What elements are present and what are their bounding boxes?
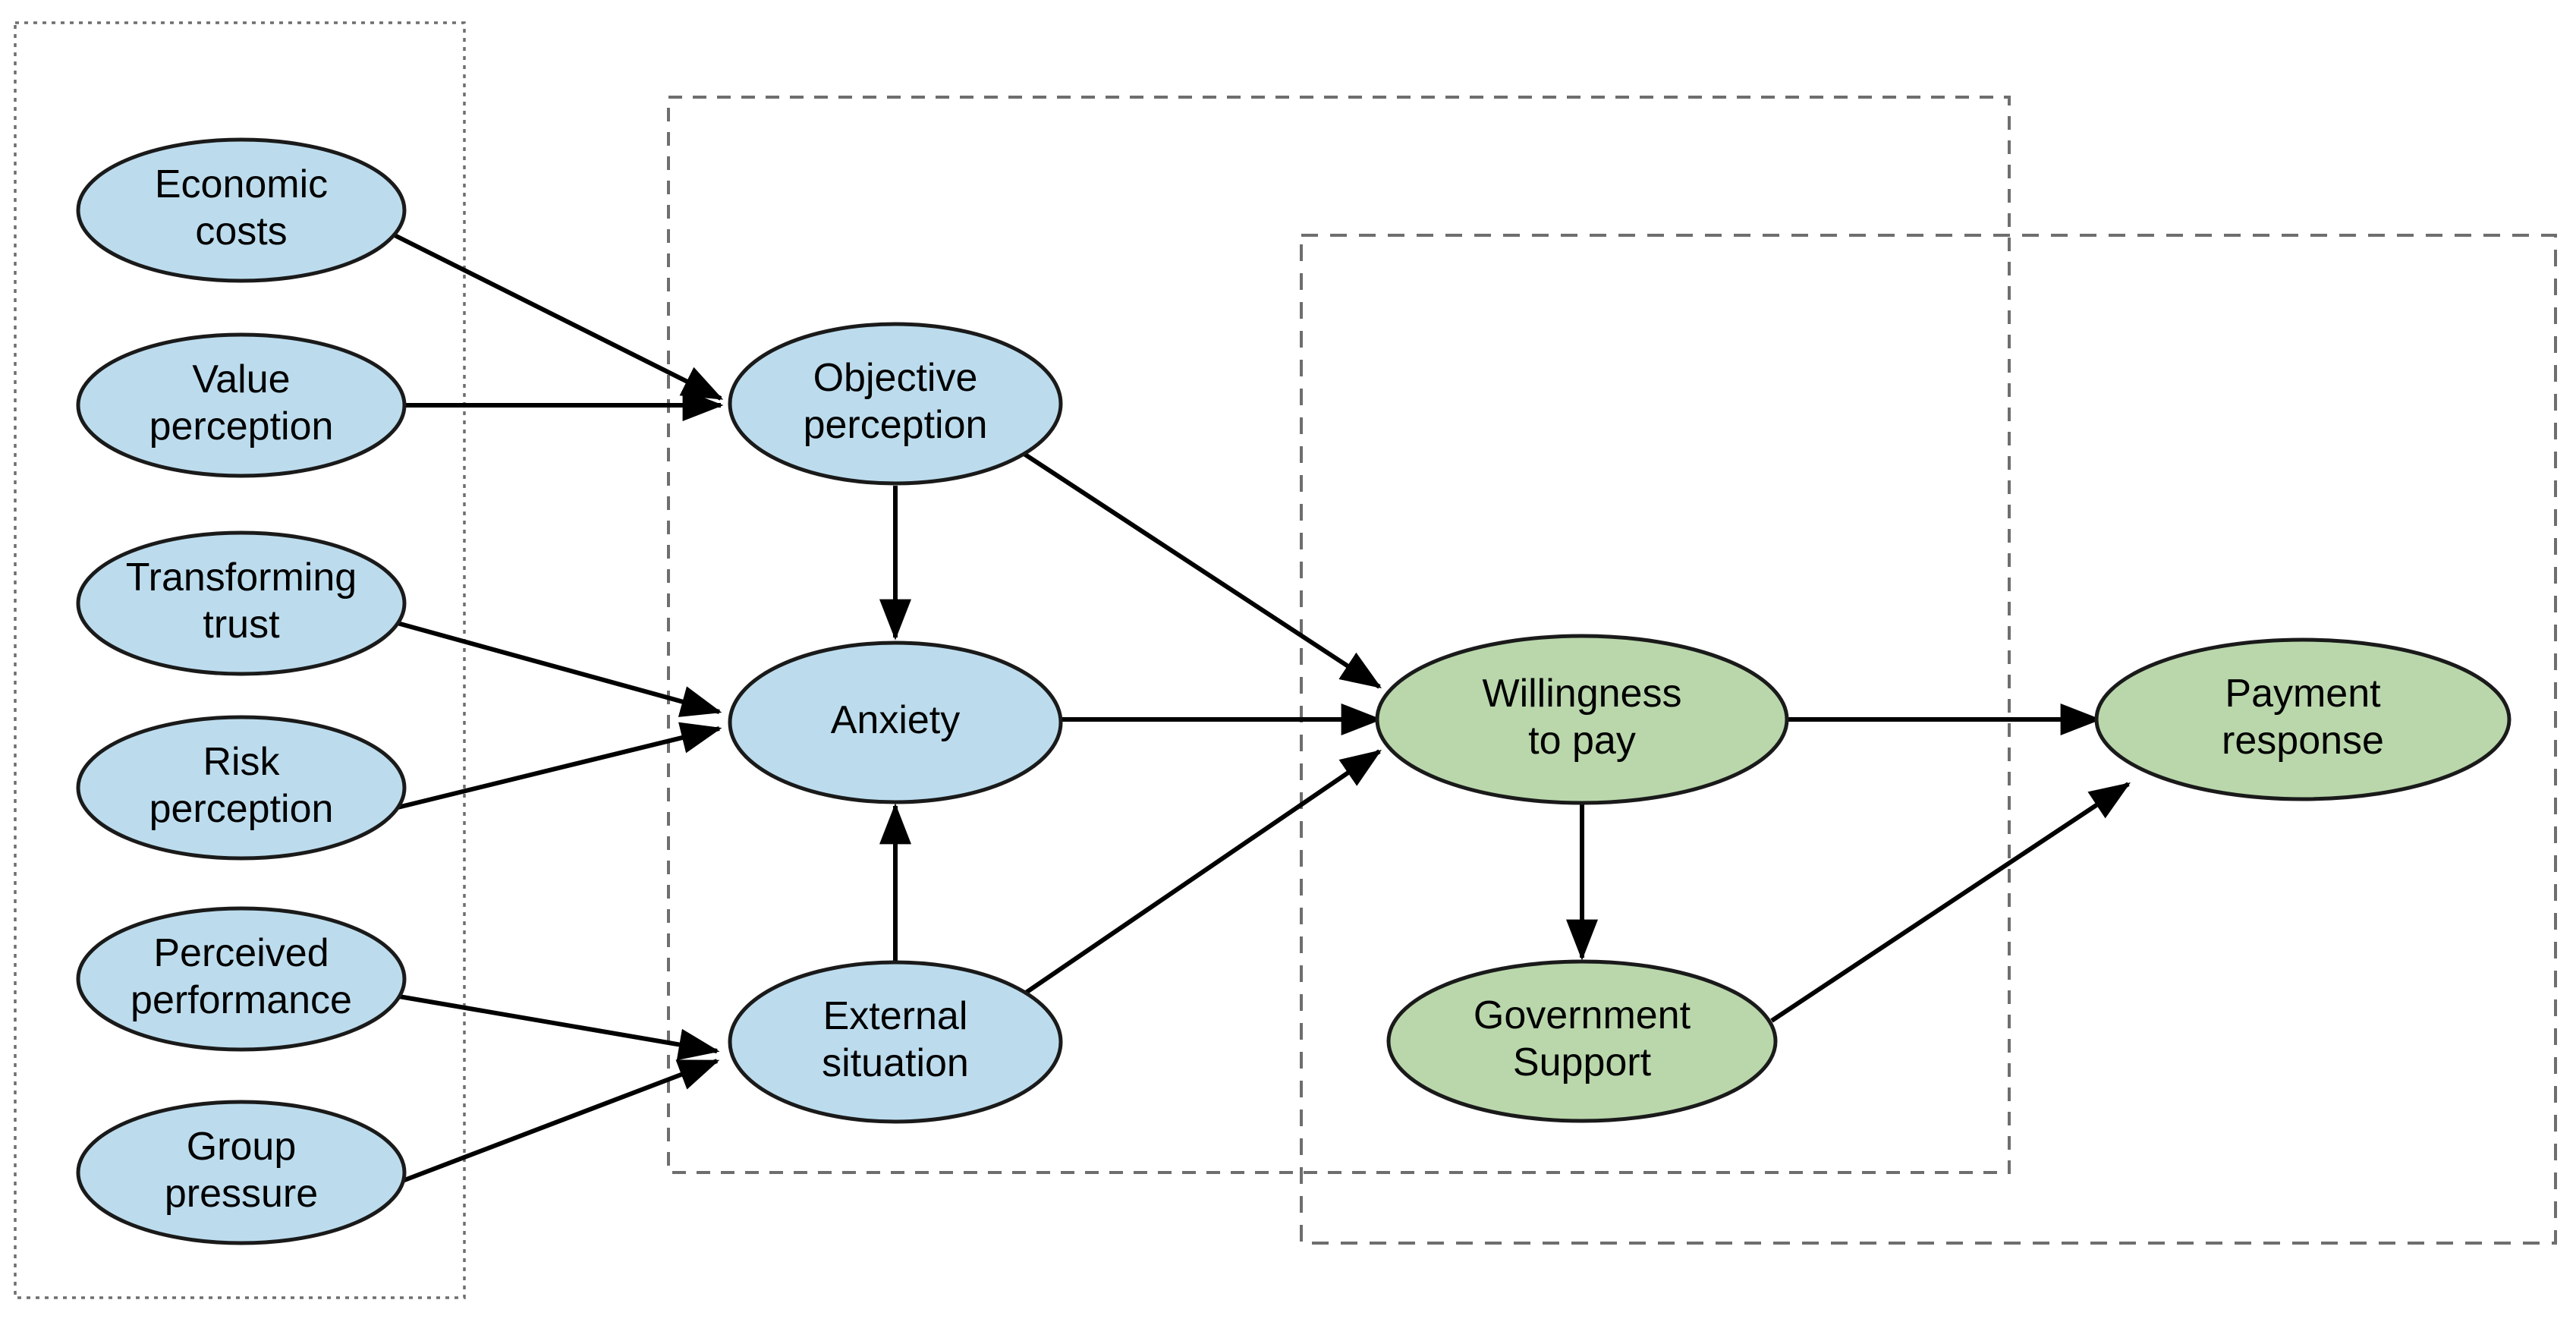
willingness-to-pay-ellipse[interactable] bbox=[1375, 634, 1789, 805]
antecedents-group bbox=[14, 21, 466, 1299]
group-boxes-layer bbox=[14, 21, 2557, 1299]
edge-perceived-performance-to-external-situation bbox=[394, 993, 720, 1061]
perceived-performance-ellipse[interactable] bbox=[76, 906, 407, 1052]
risk-perception-ellipse[interactable] bbox=[76, 715, 407, 861]
edge-external-situation-to-willingness-to-pay bbox=[1024, 749, 1382, 995]
edge-objective-perception-to-willingness-to-pay bbox=[1021, 451, 1382, 689]
group-pressure-ellipse[interactable] bbox=[76, 1100, 407, 1245]
external-situation-ellipse[interactable] bbox=[728, 960, 1063, 1124]
node-anxiety[interactable]: Anxiety bbox=[728, 641, 1063, 804]
objective-perception-ellipse[interactable] bbox=[728, 322, 1063, 486]
edge-transforming-trust-to-anxiety bbox=[394, 620, 722, 717]
edge-government-support-to-payment-response bbox=[1770, 782, 2131, 1023]
transforming-trust-ellipse[interactable] bbox=[76, 530, 407, 676]
perception-group bbox=[667, 96, 2011, 1174]
economic-costs-ellipse[interactable] bbox=[76, 137, 407, 283]
payment-response-ellipse[interactable] bbox=[2094, 637, 2512, 801]
government-support-ellipse[interactable] bbox=[1386, 959, 1778, 1123]
edge-group-pressure-to-external-situation bbox=[393, 1059, 720, 1186]
edges-layer bbox=[393, 233, 2131, 1186]
anxiety-ellipse[interactable] bbox=[728, 641, 1063, 804]
value-perception-ellipse[interactable] bbox=[76, 332, 407, 478]
edge-risk-perception-to-anxiety bbox=[394, 722, 722, 811]
edge-economic-costs-to-objective-perception bbox=[393, 233, 724, 401]
outcome-group bbox=[1300, 234, 2557, 1245]
